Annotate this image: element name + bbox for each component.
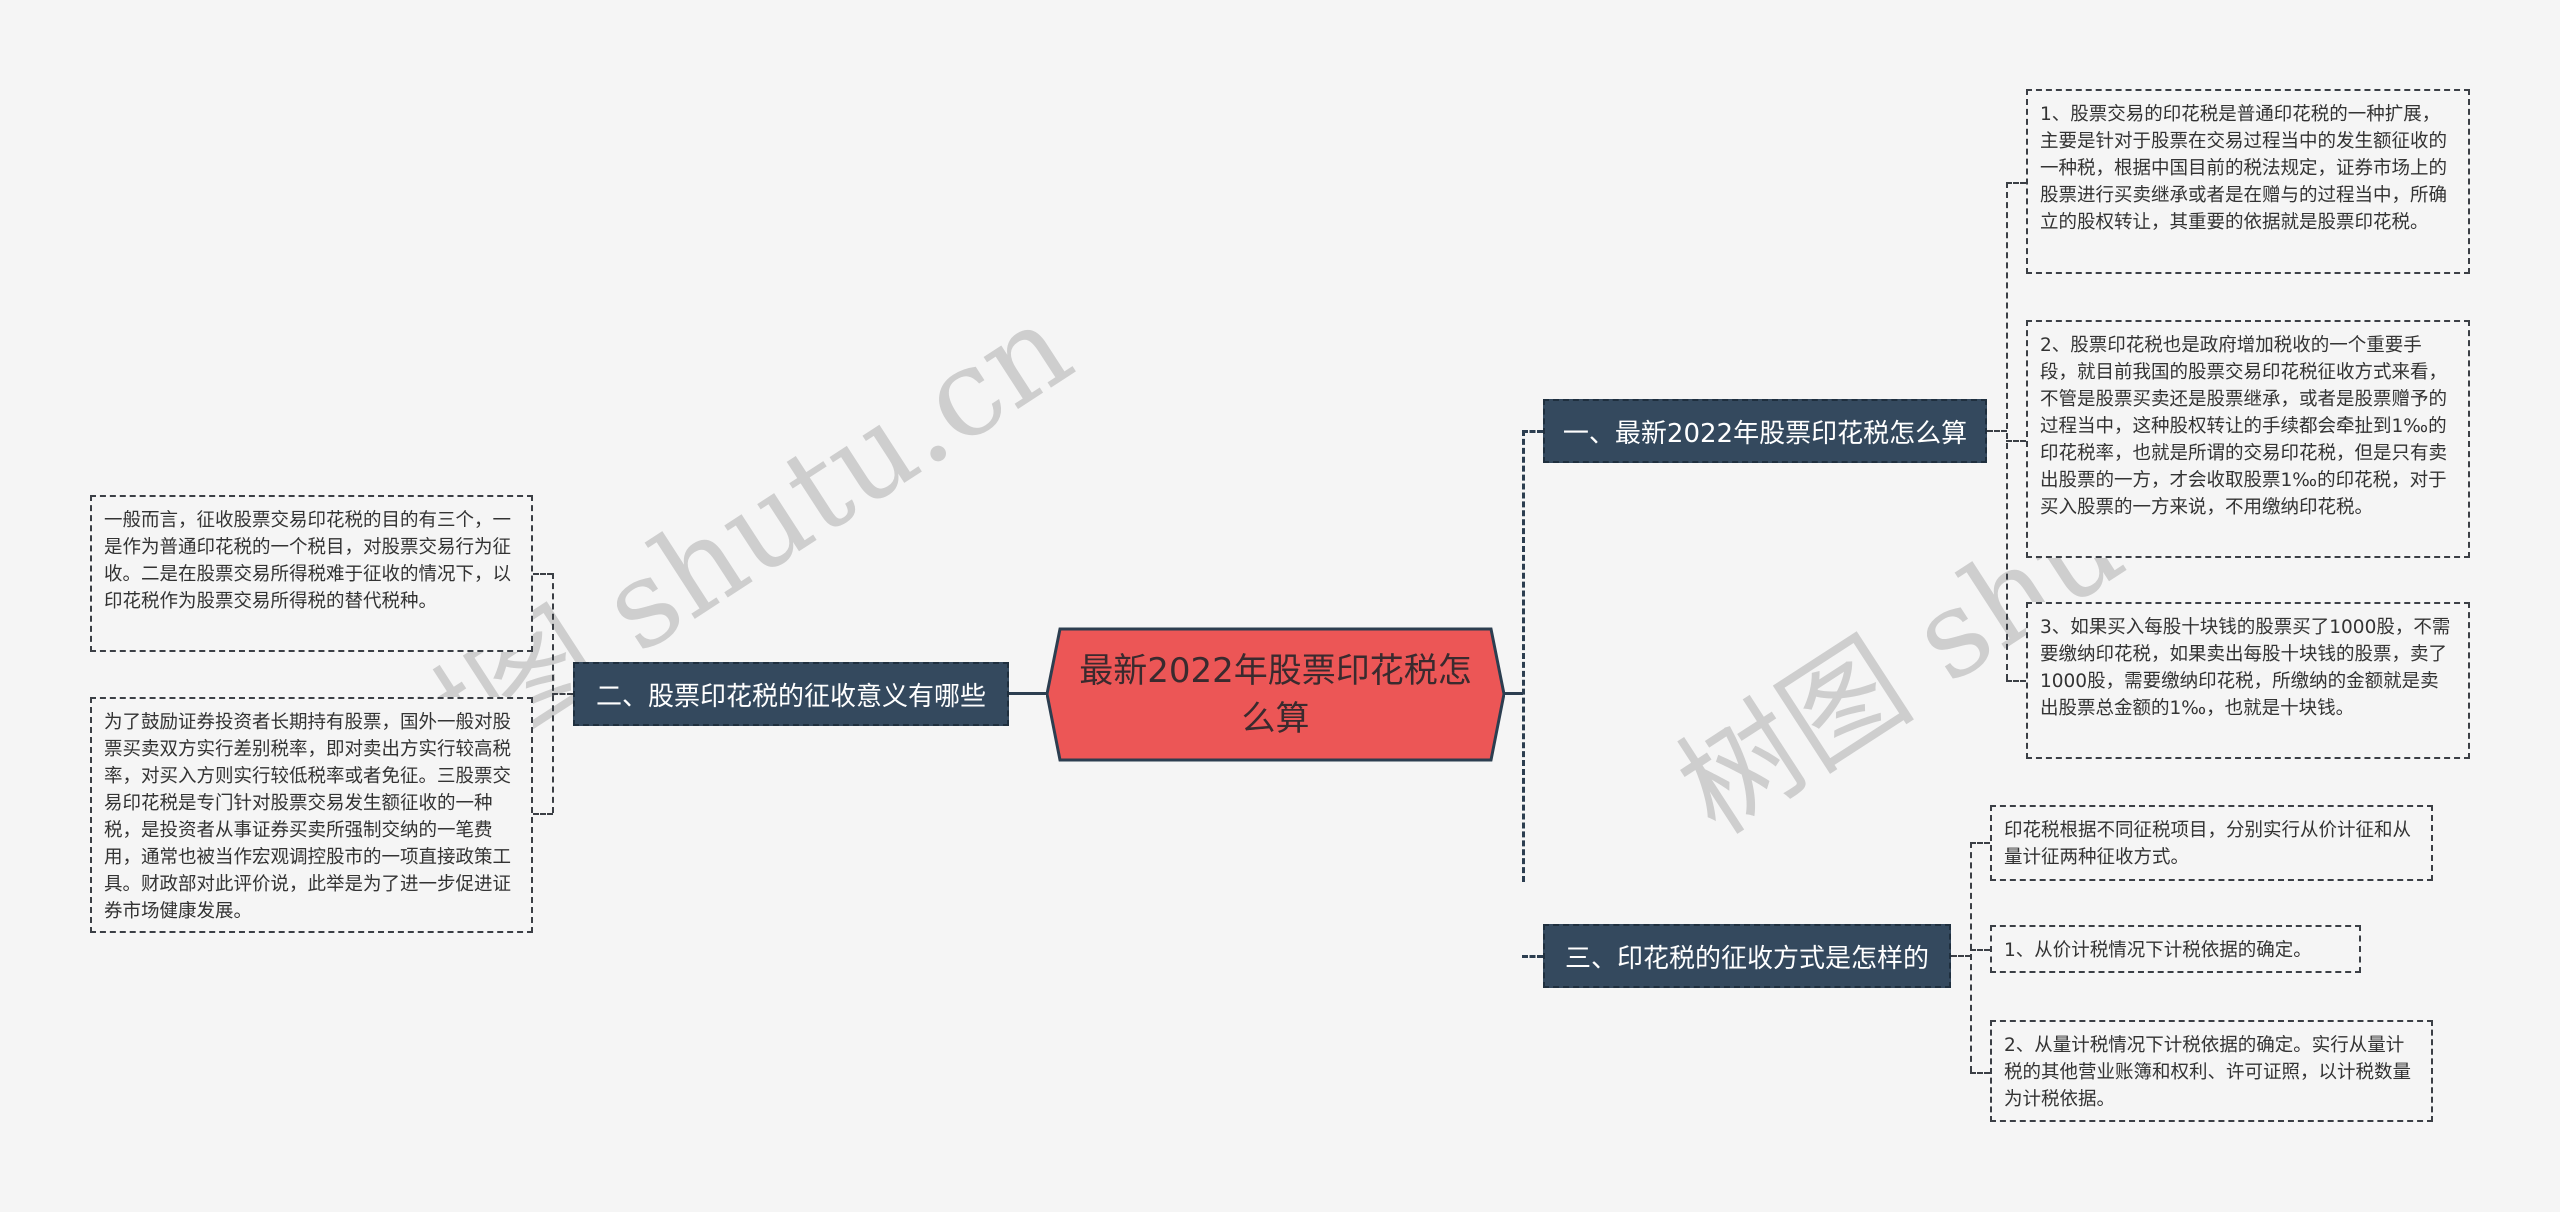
connector-branch2-trunk <box>552 573 554 813</box>
connector-b2-child1 <box>533 573 553 575</box>
leaf-text: 1、股票交易的印花税是普通印花税的一种扩展，主要是针对于股票在交易过程当中的发生… <box>2040 104 2448 233</box>
leaf-text: 2、股票印花税也是政府增加税收的一个重要手段，就目前我国的股票交易印花税征收方式… <box>2040 335 2448 518</box>
connector-b1-child2 <box>2006 440 2026 442</box>
connector-right-trunk <box>1522 430 1525 882</box>
branch-node-3[interactable]: 三、印花税的征收方式是怎样的 <box>1543 924 1951 988</box>
leaf-text: 3、如果买入每股十块钱的股票买了1000股，不需要缴纳印花税，如果卖出每股十块钱… <box>2040 617 2451 719</box>
branch-1-child-3[interactable]: 3、如果买入每股十块钱的股票买了1000股，不需要缴纳印花税，如果卖出每股十块钱… <box>2026 602 2470 759</box>
branch-3-child-3[interactable]: 2、从量计税情况下计税依据的确定。实行从量计税的其他营业账簿和权利、许可证照，以… <box>1990 1020 2433 1122</box>
leaf-text: 1、从价计税情况下计税依据的确定。 <box>2004 940 2312 961</box>
branch-node-1-label: 一、最新2022年股票印花税怎么算 <box>1562 418 1968 449</box>
connector-b1-child1 <box>2006 182 2026 184</box>
connector-to-branch-1 <box>1522 430 1543 433</box>
leaf-text: 2、从量计税情况下计税依据的确定。实行从量计税的其他营业账簿和权利、许可证照，以… <box>2004 1035 2412 1110</box>
connector-branch1-trunk <box>2006 182 2008 680</box>
leaf-text: 一般而言，征收股票交易印花税的目的有三个，一是作为普通印花税的一个税目，对股票交… <box>104 510 512 612</box>
branch-2-child-1[interactable]: 一般而言，征收股票交易印花税的目的有三个，一是作为普通印花税的一个税目，对股票交… <box>90 495 533 652</box>
leaf-text: 为了鼓励证券投资者长期持有股票，国外一般对股票买卖双方实行差别税率，即对卖出方实… <box>104 712 512 922</box>
branch-node-2[interactable]: 二、股票印花税的征收意义有哪些 <box>573 662 1009 726</box>
connector-branch2-out <box>552 693 573 695</box>
branch-2-child-2[interactable]: 为了鼓励证券投资者长期持有股票，国外一般对股票买卖双方实行差别税率，即对卖出方实… <box>90 697 533 933</box>
connector-b2-child2 <box>533 813 553 815</box>
root-node[interactable]: 最新2022年股票印花税怎么算 <box>1046 627 1505 762</box>
branch-3-child-1[interactable]: 印花税根据不同征税项目，分别实行从价计征和从量计征两种征收方式。 <box>1990 805 2433 881</box>
connector-root-right <box>1503 692 1523 695</box>
connector-to-branch-3 <box>1522 955 1543 958</box>
branch-node-3-label: 三、印花税的征收方式是怎样的 <box>1564 943 1929 974</box>
branch-1-child-2[interactable]: 2、股票印花税也是政府增加税收的一个重要手段，就目前我国的股票交易印花税征收方式… <box>2026 320 2470 558</box>
connector-root-left <box>1006 692 1048 695</box>
branch-1-child-1[interactable]: 1、股票交易的印花税是普通印花税的一种扩展，主要是针对于股票在交易过程当中的发生… <box>2026 89 2470 274</box>
leaf-text: 印花税根据不同征税项目，分别实行从价计征和从量计征两种征收方式。 <box>2004 820 2412 868</box>
hexagon-shape <box>1046 627 1505 762</box>
connector-branch3-trunk <box>1970 842 1972 1072</box>
branch-node-1[interactable]: 一、最新2022年股票印花税怎么算 <box>1543 399 1987 463</box>
connector-b3-child2 <box>1970 949 1990 951</box>
connector-b1-child3 <box>2006 680 2026 682</box>
connector-b3-child3 <box>1970 1072 1990 1074</box>
connector-b3-child1 <box>1970 842 1990 844</box>
branch-node-2-label: 二、股票印花税的征收意义有哪些 <box>595 681 986 712</box>
root-node-label: 最新2022年股票印花税怎么算 <box>1079 650 1472 739</box>
branch-3-child-2[interactable]: 1、从价计税情况下计税依据的确定。 <box>1990 925 2361 973</box>
connector-branch1-out <box>1987 430 2007 432</box>
connector-branch3-out <box>1951 955 1971 957</box>
